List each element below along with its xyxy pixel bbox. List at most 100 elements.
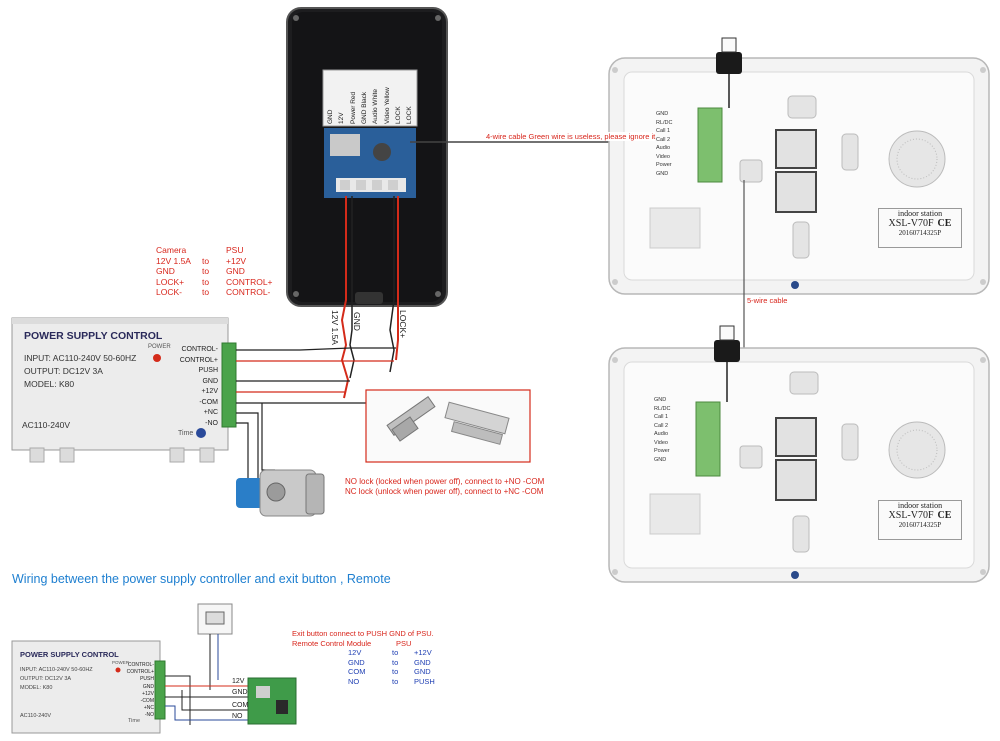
- psu-small-specs: INPUT: AC110-240V 50-60HZ OUTPUT: DC12V …: [20, 666, 93, 693]
- remote-header-left: Remote Control Module: [292, 638, 372, 648]
- remote-note-line: Exit button connect to PUSH GND of PSU.: [292, 629, 434, 638]
- port-label: Call 2: [656, 136, 671, 143]
- nameplate-title: indoor station: [897, 209, 943, 218]
- psu-ac-label: AC110-240V: [22, 420, 71, 430]
- psu-terminal-label: -COM: [199, 398, 218, 406]
- psu-small-time-label: Time: [128, 718, 141, 724]
- psu-terminal-label: CONTROL+: [179, 356, 218, 364]
- nameplate-title: indoor station: [897, 501, 943, 510]
- four-wire-cable-note: 4-wire cable Green wire is useless, plea…: [486, 132, 656, 141]
- psu-small-box: [11, 640, 161, 734]
- psu-terminal-label: +12V: [201, 388, 218, 395]
- camera-label-rows: GND 12V Power Red GND Black Audio White …: [327, 72, 415, 124]
- psu-terminal-label: PUSH: [140, 676, 154, 683]
- psu-small-title: POWER SUPPLY CONTROL: [20, 650, 119, 659]
- camera-label-row: Audio White: [372, 88, 380, 124]
- psu-power-led: [153, 354, 161, 362]
- psu-terminal-label: -NO: [205, 419, 218, 427]
- remote-row: NO to PUSH: [348, 676, 435, 686]
- psu-terminal-label: -NO: [144, 712, 154, 719]
- psu-time-label: Time: [178, 430, 194, 437]
- psu-terminal-block: [221, 342, 237, 428]
- lock-note-line: NO lock (locked when power off), connect…: [345, 477, 545, 486]
- psu-small-power-label: POWER: [112, 660, 130, 665]
- psu-spec-line: INPUT: AC110-240V 50-60HZ: [24, 353, 137, 363]
- port-label: Call 1: [654, 414, 669, 420]
- lock-note-line: NC lock (unlock when power off), connect…: [345, 487, 544, 496]
- remote-wire-label: COM: [232, 702, 249, 709]
- psu-terminal-label: PUSH: [198, 367, 218, 374]
- monitor-1-port-labels: GND RL/DC Call 1 Call 2 Audio Video Powe…: [656, 110, 673, 178]
- port-label: GND: [654, 456, 667, 463]
- remote-wire-label: NO: [232, 713, 243, 720]
- psu-terminal-label: GND: [202, 377, 218, 385]
- psu-power-label: POWER: [148, 344, 171, 350]
- five-wire-cable-note: 5-wire cable: [747, 296, 788, 305]
- wiring-row: LOCK- to CONTROL-: [156, 287, 271, 297]
- nameplate-serial: 20160714325P: [898, 229, 942, 237]
- remote-row: GND to GND: [348, 657, 431, 667]
- port-label: Call 2: [654, 422, 669, 429]
- port-label: Power: [656, 162, 672, 168]
- psu-terminal-label: +NC: [203, 409, 218, 416]
- adapter-1: [716, 52, 742, 74]
- camera-label-row: 12V: [338, 112, 346, 124]
- adapter-2: [714, 340, 740, 362]
- wiring-row: GND to GND: [156, 266, 245, 276]
- camera-label-row: Power Red: [349, 91, 357, 124]
- psu-spec-line: OUTPUT: DC12V 3A: [24, 366, 103, 376]
- electric-strike-lock: [386, 396, 436, 442]
- port-label: Video: [656, 153, 670, 160]
- port-label: Audio: [654, 431, 669, 437]
- nameplate-model: XSL-V70F: [888, 510, 934, 521]
- nameplate-serial: 20160714325P: [898, 521, 942, 529]
- port-label: GND: [656, 170, 669, 177]
- port-label: GND: [656, 111, 669, 117]
- monitor-2-nameplate: indoor station XSL-V70F CE 20160714325P: [878, 500, 962, 540]
- remote-control-module: [247, 677, 297, 725]
- remote-wiring-table: Exit button connect to PUSH GND of PSU. …: [292, 629, 435, 686]
- section-2-title: Wiring between the power supply controll…: [12, 572, 391, 586]
- port-label: Call 1: [656, 128, 671, 134]
- wiring-header-psu: PSU: [226, 245, 244, 255]
- wire-label-12v: 12V 1.5A: [330, 310, 340, 345]
- camera-label-sticker: [322, 69, 418, 127]
- wire-label-gnd: GND: [352, 312, 362, 331]
- remote-header-right: PSU: [396, 638, 412, 648]
- psu-terminal-label: GND: [142, 683, 154, 690]
- magnetic-lock: [444, 401, 510, 445]
- camera-label-row: GND Black: [361, 91, 369, 124]
- ce-mark: CE: [937, 218, 952, 229]
- remote-row: 12V to +12V: [348, 648, 432, 657]
- port-label: RL/DC: [656, 119, 673, 126]
- psu-small-terminals: CONTROL- CONTROL+ PUSH GND +12V -COM +NC…: [124, 662, 154, 720]
- remote-wire-label: 12V: [232, 678, 245, 685]
- psu-terminal-label: -COM: [140, 698, 154, 705]
- psu-main-box: [11, 317, 229, 451]
- psu-time-icon: [196, 428, 206, 438]
- monitor-1-nameplate: indoor station XSL-V70F CE 20160714325P: [878, 208, 962, 248]
- camera-label-row: LOCK: [406, 106, 414, 124]
- camera-psu-wiring-table: Camera PSU 12V 1.5A to +12V GND to GND L…: [156, 245, 273, 298]
- port-label: Audio: [656, 145, 671, 151]
- remote-wire-label: GND: [232, 689, 248, 696]
- door-lock: [236, 469, 325, 517]
- port-label: Power: [654, 448, 670, 454]
- psu-main-terminals: CONTROL- CONTROL+ PUSH GND +12V -COM +NC…: [176, 345, 218, 429]
- camera-label-row: LOCK: [395, 106, 403, 124]
- nameplate-model: XSL-V70F: [888, 218, 934, 229]
- ce-mark: CE: [937, 510, 952, 521]
- port-label: GND: [654, 397, 667, 403]
- psu-spec-line: OUTPUT: DC12V 3A: [20, 676, 72, 682]
- wiring-row: 12V 1.5A to +12V: [156, 255, 247, 266]
- wiring-row: LOCK+ to CONTROL+: [156, 276, 273, 287]
- psu-spec-line: MODEL: K80: [24, 379, 75, 389]
- psu-main-title: POWER SUPPLY CONTROL: [24, 330, 163, 342]
- psu-terminal-label: CONTROL-: [127, 662, 154, 668]
- wiring-header-camera: Camera: [156, 245, 187, 255]
- psu-small-ac-label: AC110-240V: [20, 713, 52, 719]
- port-label: RL/DC: [654, 405, 671, 412]
- camera-label-row: GND: [327, 109, 334, 124]
- psu-terminal-label: CONTROL-: [181, 346, 218, 353]
